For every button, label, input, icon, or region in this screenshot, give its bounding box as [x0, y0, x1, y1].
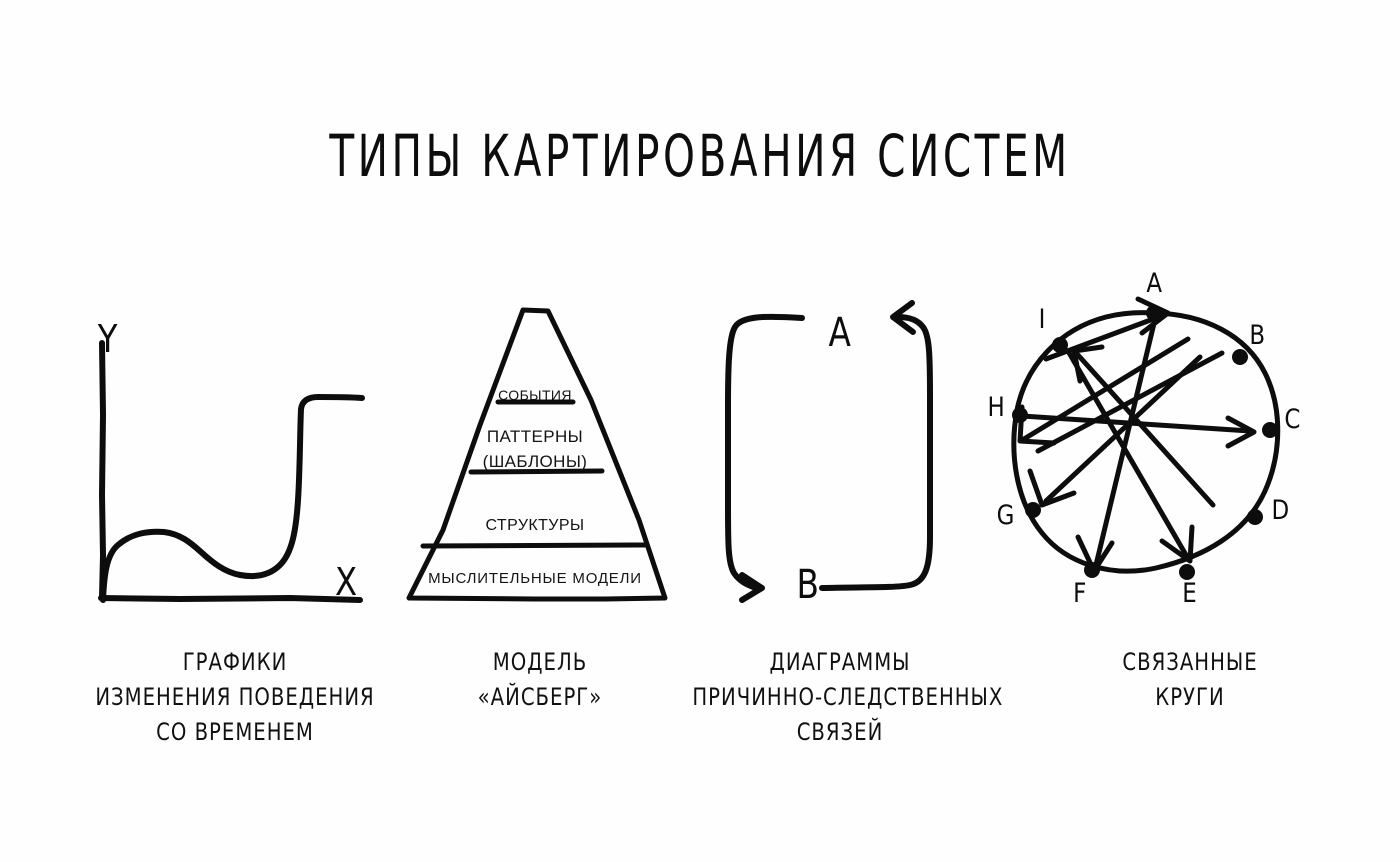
circle-nodes	[1012, 305, 1278, 580]
pyramid-level-structures: СТРУКТУРЫ	[485, 517, 585, 534]
causal-loop-diagram	[690, 255, 990, 625]
arrowhead-b-to-g	[1027, 468, 1077, 508]
caption-line: СВЯЗАННЫЕ	[1122, 648, 1258, 676]
pyramid-level-events: СОБЫТИЯ	[498, 387, 572, 403]
pyramid-level-patterns-line2: (ШАБЛОНЫ)	[482, 452, 588, 471]
loop-node-a: A	[828, 310, 851, 356]
edge-g-to-b	[1035, 350, 1225, 454]
x-axis-line	[98, 595, 363, 603]
caption-connected-circles: СВЯЗАННЫЕ КРУГИ	[1020, 645, 1360, 715]
node-dot-h	[1012, 407, 1028, 423]
node-dot-e	[1179, 564, 1195, 580]
circle-node-label-d: D	[1271, 495, 1290, 526]
loop-arrowhead-to-b	[739, 572, 765, 603]
edge-d-to-i	[1075, 352, 1216, 508]
edge-i-to-e	[1065, 348, 1189, 558]
loop-node-b: B	[796, 562, 819, 608]
pyramid-level-patterns-line1: ПАТТЕРНЫ	[486, 427, 584, 446]
pyramid-outline	[406, 307, 668, 602]
edge-a-to-f	[1093, 312, 1159, 568]
node-dot-c	[1262, 422, 1278, 438]
arrowhead-h-to-c	[1225, 415, 1257, 449]
loop-path-a-to-b	[725, 313, 805, 591]
circle-node-label-h: H	[987, 392, 1005, 423]
caption-behaviour-over-time: ГРАФИКИ ИЗМЕНЕНИЯ ПОВЕДЕНИЯ СО ВРЕМЕНЕМ	[40, 645, 430, 750]
node-dot-a	[1146, 305, 1162, 321]
loop-arrowhead-to-a	[890, 300, 916, 335]
circle-node-label-e: E	[1182, 578, 1197, 609]
pyramid-divider-3	[420, 542, 650, 549]
edge-f-to-b	[1043, 312, 1167, 362]
arrowhead-i-to-e	[1159, 524, 1195, 564]
behaviour-over-time-graph	[60, 255, 390, 625]
caption-line: ИЗМЕНЕНИЯ ПОВЕДЕНИЯ	[95, 683, 375, 711]
behaviour-curve	[100, 394, 365, 603]
node-dot-i	[1052, 337, 1068, 353]
caption-line: ДИАГРАММЫ	[769, 648, 911, 676]
node-dot-d	[1247, 509, 1263, 525]
edge-c-to-h	[1021, 336, 1191, 442]
circle-node-label-g: G	[996, 500, 1015, 531]
y-axis-label: Y	[97, 317, 118, 361]
caption-line: ГРАФИКИ	[182, 648, 288, 676]
loop-path-b-to-a	[819, 314, 933, 591]
arrowhead-f-to-b	[1135, 296, 1171, 336]
pyramid-divider-2	[468, 468, 605, 475]
caption-line: МОДЕЛЬ	[492, 648, 588, 676]
pyramid-level-patterns: ПАТТЕРНЫ (ШАБЛОНЫ)	[385, 424, 685, 474]
x-axis-label: X	[334, 560, 358, 604]
iceberg-model-pyramid	[385, 255, 685, 625]
caption-iceberg-model: МОДЕЛЬ «АЙСБЕРГ»	[390, 645, 690, 715]
caption-causal-loop: ДИАГРАММЫ ПРИЧИННО-СЛЕДСТВЕННЫХ СВЯЗЕЙ	[660, 645, 1020, 750]
caption-line: «АЙСБЕРГ»	[477, 683, 603, 711]
node-dot-f	[1084, 562, 1100, 578]
caption-line: КРУГИ	[1155, 683, 1225, 711]
node-dot-b	[1232, 349, 1248, 365]
circle-node-label-f: F	[1073, 578, 1087, 609]
circle-node-label-c: C	[1284, 404, 1301, 435]
connected-circles-diagram	[960, 255, 1340, 625]
circle-node-label-b: B	[1249, 320, 1266, 351]
page-title: ТИПЫ КАРТИРОВАНИЯ СИСТЕМ	[329, 122, 1071, 190]
pyramid-level-mental-models: МЫСЛИТЕЛЬНЫЕ МОДЕЛИ	[428, 570, 642, 587]
caption-line: СВЯЗЕЙ	[796, 718, 884, 746]
y-axis-line	[99, 340, 106, 601]
caption-line: СО ВРЕМЕНЕМ	[156, 718, 314, 746]
caption-line: ПРИЧИННО-СЛЕДСТВЕННЫХ	[692, 683, 1004, 711]
node-dot-g	[1025, 502, 1041, 518]
circle-node-label-a: A	[1146, 268, 1163, 299]
circle-node-label-i: I	[1038, 304, 1046, 335]
